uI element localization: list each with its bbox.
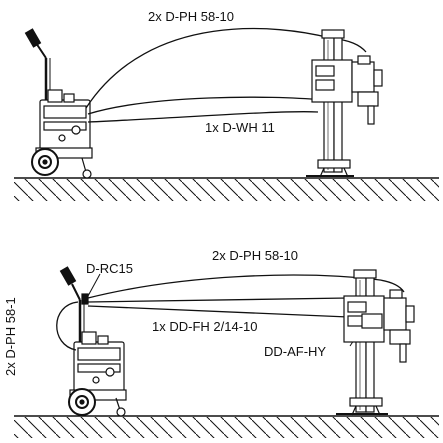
top-hose-label: 2x D-PH 58-10 xyxy=(148,9,234,24)
bottom-drill-rig xyxy=(336,269,415,416)
remote-control-label: D-RC15 xyxy=(86,261,133,276)
bottom-setup xyxy=(14,266,439,438)
top-setup xyxy=(14,27,439,201)
top-water-hose-label: 1x D-WH 11 xyxy=(205,120,275,135)
top-ground xyxy=(14,177,439,201)
cable-label: 1x DD-FH 2/14-10 xyxy=(152,319,258,334)
top-drill-rig xyxy=(306,29,383,178)
bottom-hose-label: 2x D-PH 58-10 xyxy=(212,248,298,263)
side-hose-label: 2x D-PH 58-1 xyxy=(3,297,18,376)
top-power-unit xyxy=(24,28,93,179)
bottom-ground xyxy=(14,415,439,438)
bottom-power-unit xyxy=(59,266,127,417)
adapter-label: DD-AF-HY xyxy=(264,344,327,359)
top-hoses xyxy=(85,27,367,123)
